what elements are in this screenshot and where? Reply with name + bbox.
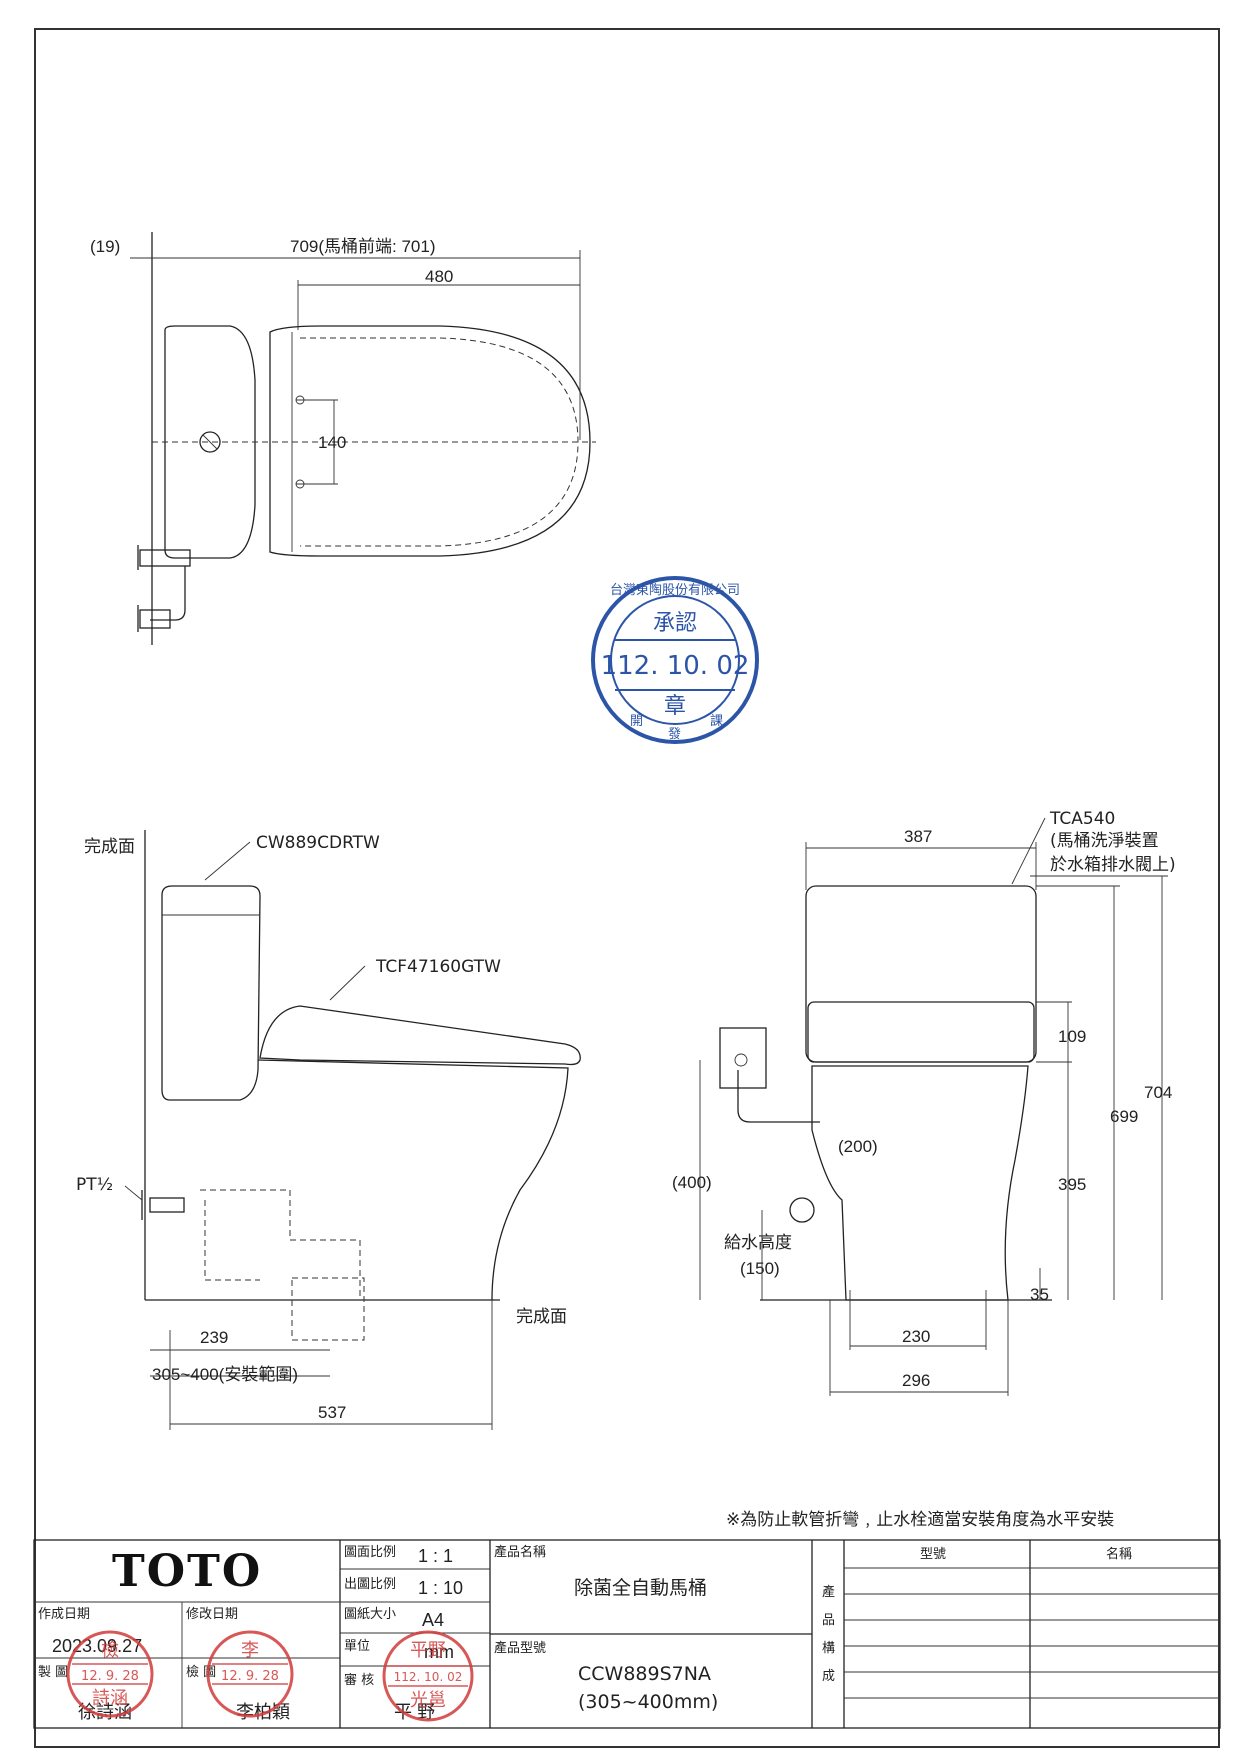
dim-total-length: 709(馬桶前端: 701) (290, 237, 436, 256)
paper-size-value: A4 (422, 1610, 444, 1630)
installation-note: ※為防止軟管折彎﹐止水栓適當安裝角度為水平安裝 (726, 1510, 1114, 1530)
stamp-dept-2: 發 (668, 727, 681, 742)
drawn-by-label: 製 圖 (38, 1665, 68, 1680)
dim-offset: (19) (90, 237, 120, 256)
stamp-check-date: 12. 9. 28 (81, 1669, 139, 1684)
composition-label-4: 成 (822, 1669, 835, 1684)
stamp-review-date: 112. 10. 02 (394, 1670, 463, 1684)
seat-side-outline (259, 1005, 581, 1066)
composition-label-2: 品 (822, 1613, 835, 1628)
column-model: 型號 (920, 1547, 946, 1562)
label-finish-floor: 完成面 (516, 1307, 567, 1327)
created-date-value: 2023.09.27 (52, 1636, 142, 1656)
label-valve-model: TCA540 (1049, 809, 1115, 829)
dim-239: 239 (200, 1328, 228, 1347)
title-block: TOTO 圖面比例 1 : 1 出圖比例 1 : 10 圖紙大小 A4 單位 m… (33, 1539, 1221, 1729)
dim-395: 395 (1058, 1175, 1086, 1194)
label-seat-model: TCF47160GTW (375, 957, 501, 977)
product-name: 除菌全自動馬桶 (574, 1577, 707, 1599)
created-date-label: 作成日期 (38, 1607, 90, 1622)
seat-front-outline (807, 1001, 1035, 1063)
tank-front-outline (805, 885, 1037, 1063)
toto-logo: TOTO (112, 1546, 262, 1597)
dim-35: 35 (1030, 1285, 1049, 1304)
stamp-dept-3: 課 (710, 713, 723, 729)
label-valve-note-2: 於水箱排水閥上) (1050, 855, 1176, 875)
stamp-seal: 章 (664, 694, 686, 719)
dim-200: (200) (838, 1137, 878, 1156)
dim-704: 704 (1144, 1083, 1172, 1102)
stamp-check-name: 詩涵 (92, 1688, 128, 1709)
seat-top-outline (269, 325, 591, 557)
reviewer-name: 平 野 (394, 1702, 435, 1722)
print-scale-label: 出圖比例 (344, 1577, 396, 1592)
stamp-date: 112. 10. 02 (601, 651, 750, 681)
product-model-label: 產品型號 (494, 1640, 546, 1656)
dim-install-range: 305~400(安裝範圍) (152, 1365, 298, 1384)
dim-699: 699 (1110, 1107, 1138, 1126)
dim-387: 387 (904, 827, 932, 846)
dim-109: 109 (1058, 1027, 1086, 1046)
unit-value: mm (424, 1642, 454, 1662)
dim-537: 537 (318, 1403, 346, 1422)
flush-button-icon (199, 431, 221, 453)
dim-230: 230 (902, 1327, 930, 1346)
side-view: 完成面 CW889CDRTW TCF47160GTW PT½ 完成面 239 3… (76, 830, 581, 1430)
stamp-check-top: 檢 (101, 1640, 119, 1661)
top-view: (19) 709(馬桶前端: 701) 480 140 (90, 232, 596, 645)
dim-150: (150) (740, 1259, 780, 1278)
stamp-revise-date: 12. 9. 28 (221, 1669, 279, 1684)
column-name: 名稱 (1106, 1546, 1132, 1562)
personal-stamps: 檢 12. 9. 28 詩涵 李 12. 9. 28 平野 112. 10. 0… (66, 1630, 474, 1722)
paper-size-label: 圖紙大小 (344, 1607, 396, 1622)
composition-label-3: 構 (822, 1641, 835, 1656)
product-name-label: 產品名稱 (494, 1544, 546, 1560)
dim-seat-length: 480 (425, 267, 453, 286)
approval-stamp: 台灣東陶股份有限公司 承認 112. 10. 02 章 開 發 課 (591, 576, 759, 744)
tank-side-outline (161, 885, 261, 1101)
tank-top-outline (164, 325, 256, 559)
bowl-side-outline (257, 1059, 569, 1301)
supply-valve-box (719, 1027, 767, 1089)
label-pipe-size: PT½ (76, 1175, 113, 1195)
scale-value: 1 : 1 (418, 1546, 453, 1566)
product-model: CCW889S7NA (578, 1663, 711, 1685)
stamp-dept-1: 開 (630, 714, 643, 729)
dim-296: 296 (902, 1371, 930, 1390)
drawn-by-name: 徐詩涵 (78, 1702, 132, 1722)
label-valve-note-1: (馬桶洗淨裝置 (1050, 831, 1159, 851)
revised-date-label: 修改日期 (186, 1607, 238, 1622)
stamp-review-top: 平野 (410, 1640, 446, 1661)
composition-label-1: 產 (822, 1584, 835, 1600)
bowl-front-outline (811, 1065, 1029, 1301)
scale-label: 圖面比例 (344, 1545, 396, 1560)
product-range: (305~400mm) (578, 1691, 718, 1713)
stamp-title: 承認 (653, 611, 697, 636)
front-view: TCA540 (馬桶洗淨裝置 於水箱排水閥上) 387 109 395 699 … (672, 809, 1176, 1396)
dim-bolt-spacing: 140 (318, 433, 346, 452)
stamp-review-name: 光邕 (410, 1690, 446, 1711)
print-scale-value: 1 : 10 (418, 1578, 463, 1598)
label-supply-height: 給水高度 (724, 1233, 792, 1253)
dim-400: (400) (672, 1173, 712, 1192)
stamp-revise-top: 李 (241, 1640, 259, 1661)
unit-label: 單位 (344, 1639, 370, 1654)
supply-inlet-icon (789, 1197, 815, 1223)
label-tank-model: CW889CDRTW (256, 833, 380, 853)
stamp-company: 台灣東陶股份有限公司 (610, 582, 740, 598)
checked-by-label: 檢 圖 (186, 1664, 216, 1680)
label-finish-wall: 完成面 (84, 837, 135, 857)
review-label: 審 核 (344, 1673, 374, 1688)
checked-by-name: 李柏穎 (236, 1702, 290, 1722)
drawing-sheet-border (34, 28, 1220, 1748)
